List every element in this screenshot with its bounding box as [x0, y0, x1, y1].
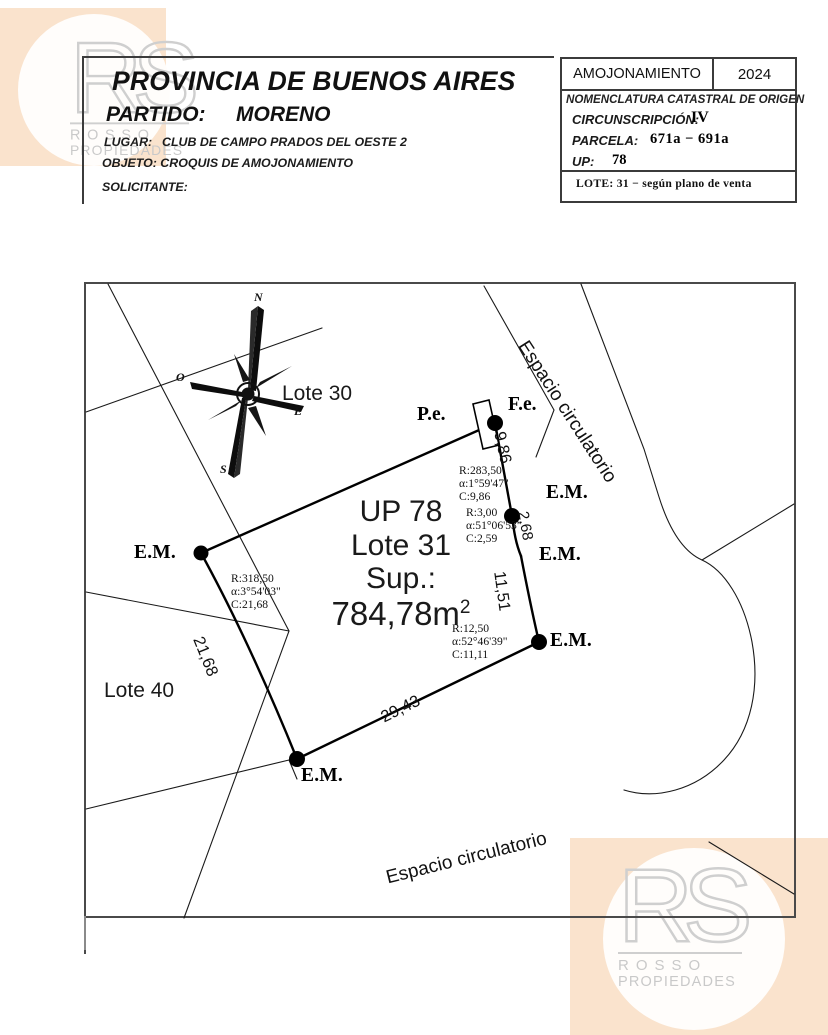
- street-edge-upper-right: [701, 503, 795, 561]
- label-post-start: P.e.: [417, 404, 446, 425]
- compass-rose-icon: [190, 306, 304, 478]
- curve-data-east-top: R:283,50 α:1°59'47" C:9,86: [459, 464, 509, 503]
- label-post-end: F.e.: [508, 394, 537, 415]
- watermark-disc-bottom-right: [603, 848, 785, 1030]
- compass-rose: N E S O: [176, 290, 308, 484]
- cul-de-sac-outer-arc: [623, 559, 756, 795]
- curve-angle: α:51°06'53": [466, 518, 522, 532]
- curve-data-west: R:318,50 α:3°54'03" C:21,68: [231, 572, 281, 611]
- curve-angle: α:3°54'03": [231, 584, 281, 598]
- province-title: PROVINCIA DE BUENOS AIRES: [112, 66, 516, 96]
- parcel-edge-north: [199, 421, 497, 555]
- curve-data-east-mid: R:3,00 α:51°06'53" C:2,59: [466, 506, 522, 545]
- curve-radius: R:283,50: [459, 464, 502, 477]
- lot-line-left-d: [183, 630, 290, 919]
- street-edge-lower-right: [624, 790, 794, 930]
- frame-border-bottom: [84, 915, 796, 918]
- parcel-title-up: UP 78: [359, 495, 443, 528]
- parcel-drawing: [85, 283, 795, 919]
- solicitante-label: SOLICITANTE:: [102, 180, 188, 194]
- up-value: 78: [612, 152, 627, 168]
- parcel-title-sup: Sup.:: [365, 562, 437, 596]
- street-edge-inner-upper: [580, 283, 703, 561]
- header-left-panel: PROVINCIA DE BUENOS AIRES PARTIDO: MOREN…: [82, 56, 554, 204]
- lote-note: LOTE: 31 − según plano de venta: [576, 177, 752, 190]
- monument-dot-north-east: [487, 415, 503, 431]
- curve-data-east-low: R:12,50 α:52°46'39" C:11,11: [452, 622, 508, 661]
- curve-angle: α:52°46'39": [452, 634, 508, 648]
- curve-chord: C:11,11: [452, 647, 489, 661]
- compass-label-south: S: [220, 462, 227, 476]
- parcel-title: UP 78 Lote 31 Sup.: 784,78m2: [276, 495, 526, 633]
- nomenclatura-heading: NOMENCLATURA CATASTRAL DE ORIGEN: [566, 93, 805, 106]
- curve-chord: C:2,59: [466, 531, 498, 545]
- parcel-title-lote: Lote 31: [350, 528, 452, 562]
- compass-label-north: N: [254, 290, 263, 304]
- label-lote-40: Lote 40: [104, 679, 175, 702]
- lot-line-left-c: [85, 591, 290, 632]
- lot-line-left-b: [85, 327, 323, 413]
- objeto-text: OBJETO: CROQUIS DE AMOJONAMIENTO: [102, 156, 354, 170]
- up-label: UP:: [572, 154, 595, 169]
- title-block-type: AMOJONAMIENTO: [562, 59, 714, 89]
- parcel-area: 784,78m2: [276, 594, 526, 633]
- circunscripcion-value: IV: [691, 109, 709, 126]
- monument-dot-south: [289, 751, 305, 767]
- title-block-row-top: AMOJONAMIENTO 2024: [562, 59, 795, 91]
- parcel-area-exponent: 2: [459, 596, 471, 618]
- parcela-value: 671a − 691a: [650, 131, 730, 147]
- frame-border-top: [84, 282, 796, 285]
- compass-label-west: O: [176, 370, 185, 384]
- label-lote-30: Lote 30: [282, 382, 353, 405]
- curve-radius: R:12,50: [452, 622, 490, 635]
- frame-border-left-tail: [84, 916, 87, 950]
- street-line-bottom-a: [184, 872, 414, 918]
- lugar-value: CLUB DE CAMPO PRADOS DEL OESTE 2: [162, 135, 407, 149]
- title-block-table: AMOJONAMIENTO 2024 NOMENCLATURA CATASTRA…: [560, 57, 804, 203]
- street-edge-lower-right-visible: [708, 841, 795, 895]
- monument-dot-east-upper: [504, 508, 520, 524]
- header-block: PROVINCIA DE BUENOS AIRES PARTIDO: MOREN…: [82, 56, 804, 204]
- boundary-post-symbol: [472, 399, 500, 450]
- title-block-year: 2024: [737, 65, 772, 83]
- label-monument-east-mid: E.M.: [539, 544, 581, 565]
- circunscripcion-label: CIRCUNSCRIPCIÓN:: [572, 112, 700, 127]
- label-monument-east-upper: E.M.: [546, 482, 588, 503]
- parcela-label: PARCELA:: [572, 133, 639, 148]
- label-monument-east-lower: E.M.: [550, 630, 592, 651]
- curve-chord: C:21,68: [231, 597, 269, 611]
- label-monument-west: E.M.: [134, 542, 176, 563]
- curve-angle: α:1°59'47": [459, 476, 509, 490]
- drawing-frame: N E S O Lote 30 Lote 40 UP 78 Lote 31 Su…: [84, 282, 796, 954]
- compass-label-east: E: [294, 404, 303, 418]
- partido-value: MORENO: [236, 103, 331, 126]
- monument-dot-west: [193, 545, 209, 561]
- curve-radius: R:318,50: [231, 572, 274, 585]
- parcel-edge-south: [295, 640, 541, 761]
- lugar-label: LUGAR:: [104, 135, 153, 149]
- label-monument-south: E.M.: [301, 765, 343, 786]
- curve-chord: C:9,86: [459, 489, 491, 503]
- curve-radius: R:3,00: [466, 506, 498, 519]
- parcel-edge-west: [199, 551, 299, 761]
- partido-label: PARTIDO:: [106, 103, 206, 126]
- monument-dot-east-lower: [531, 634, 547, 650]
- title-block-divider: [562, 170, 795, 172]
- lot-line-left-a: [107, 283, 290, 632]
- frame-border-left: [84, 282, 87, 954]
- lot-line-north-b: [535, 409, 555, 458]
- lot-line-lote40-south: [85, 759, 290, 810]
- lot-line-north-a: [483, 285, 555, 411]
- frame-border-right: [793, 282, 796, 918]
- parcel-edge-east-low: [519, 554, 541, 644]
- watermark-disc-top-left: [18, 14, 170, 166]
- parcel-area-value: 784,78m: [331, 594, 460, 632]
